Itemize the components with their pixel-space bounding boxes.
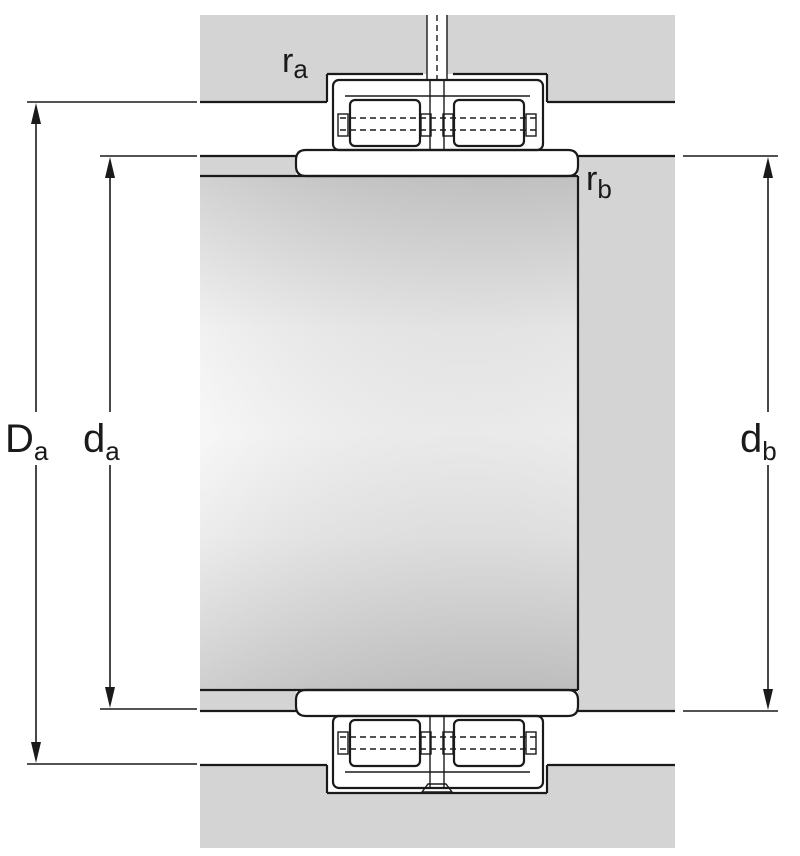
roller-top-right [452,98,526,148]
label-rb: rb [586,160,612,204]
label-ra: ra [282,42,308,84]
outer-ring-bottom [331,714,545,790]
inner-ring-top [294,148,580,178]
housing-bottom [200,763,675,848]
lubrication-hole [426,15,448,85]
roller-bottom-right [452,718,526,768]
bearing-bottom [294,688,580,793]
shaft [200,154,675,713]
label-Da: Da [5,417,49,466]
roller-top-left [348,98,422,148]
inner-ring-bottom [294,688,580,718]
housing-top [200,15,675,104]
roller-bottom-left [348,718,422,768]
dimension-db [683,155,778,712]
bearing-top [294,78,580,178]
label-da: da [83,417,120,466]
label-db: db [740,417,777,466]
dimension-da [100,155,197,710]
dimension-Da [27,101,197,765]
